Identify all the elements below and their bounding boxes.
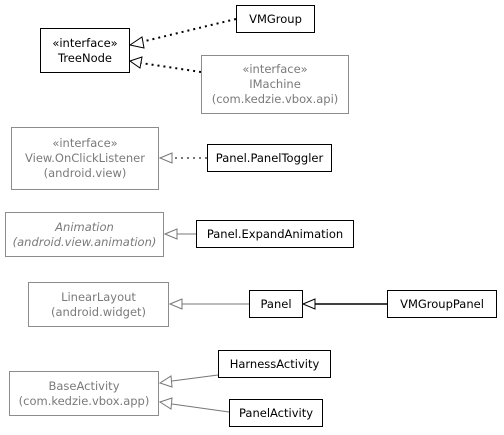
class-baseactivity[interactable]: BaseActivity (com.kedzie.vbox.app) (9, 371, 159, 416)
animation-package: (android.view.animation) (12, 234, 157, 249)
linearlayout-name: LinearLayout (61, 289, 136, 304)
class-onclicklistener[interactable]: «interface» View.OnClickListener (androi… (11, 127, 159, 190)
class-expandanimation[interactable]: Panel.ExpandAnimation (196, 220, 354, 248)
baseactivity-name: BaseActivity (48, 378, 120, 393)
imachine-package: (com.kedzie.vbox.api) (211, 92, 339, 106)
edge-vmgrouppanel-panel (301, 298, 387, 310)
vmgroup-name: VMGroup (249, 11, 302, 26)
class-animation[interactable]: Animation (android.view.animation) (5, 212, 164, 257)
panel-name: Panel (260, 296, 292, 311)
class-vmgroup[interactable]: VMGroup (236, 5, 315, 33)
onclick-stereotype: «interface» (52, 136, 118, 150)
baseactivity-package: (com.kedzie.vbox.app) (18, 393, 150, 408)
edge-panel-linearlayout (168, 298, 249, 310)
class-panelactivity[interactable]: PanelActivity (229, 399, 323, 427)
edge-expandanim-animation (163, 228, 196, 240)
linearlayout-package: (android.widget) (50, 304, 147, 319)
class-imachine[interactable]: «interface» IMachine (com.kedzie.vbox.ap… (201, 55, 349, 114)
class-panel[interactable]: Panel (249, 290, 303, 318)
edge-imachine-treenode (128, 56, 202, 73)
onclick-name: View.OnClickListener (25, 151, 145, 165)
onclick-package: (android.view) (43, 166, 127, 180)
panelactivity-name: PanelActivity (238, 405, 314, 420)
class-vmgrouppanel[interactable]: VMGroupPanel (387, 290, 497, 318)
class-paneltoggler[interactable]: Panel.PanelToggler (207, 144, 332, 172)
imachine-name: IMachine (249, 77, 301, 91)
animation-name: Animation (55, 219, 114, 234)
edge-panelactivity-baseactivity (158, 397, 230, 413)
treenode-name: TreeNode (58, 50, 112, 65)
edge-harness-baseactivity (158, 374, 219, 388)
class-treenode[interactable]: «interface» TreeNode (40, 28, 130, 73)
expandanim-name: Panel.ExpandAnimation (206, 226, 344, 241)
treenode-stereotype: «interface» (52, 35, 118, 50)
class-harnessactivity[interactable]: HarnessActivity (218, 350, 331, 378)
harness-name: HarnessActivity (229, 356, 320, 371)
vmgrouppanel-name: VMGroupPanel (400, 296, 484, 311)
edge-vmgroup-treenode (128, 18, 237, 49)
class-linearlayout[interactable]: LinearLayout (android.widget) (28, 282, 169, 327)
imachine-stereotype: «interface» (242, 62, 308, 76)
edge-paneltoggler-onclick (158, 152, 207, 164)
paneltoggler-name: Panel.PanelToggler (215, 150, 324, 165)
